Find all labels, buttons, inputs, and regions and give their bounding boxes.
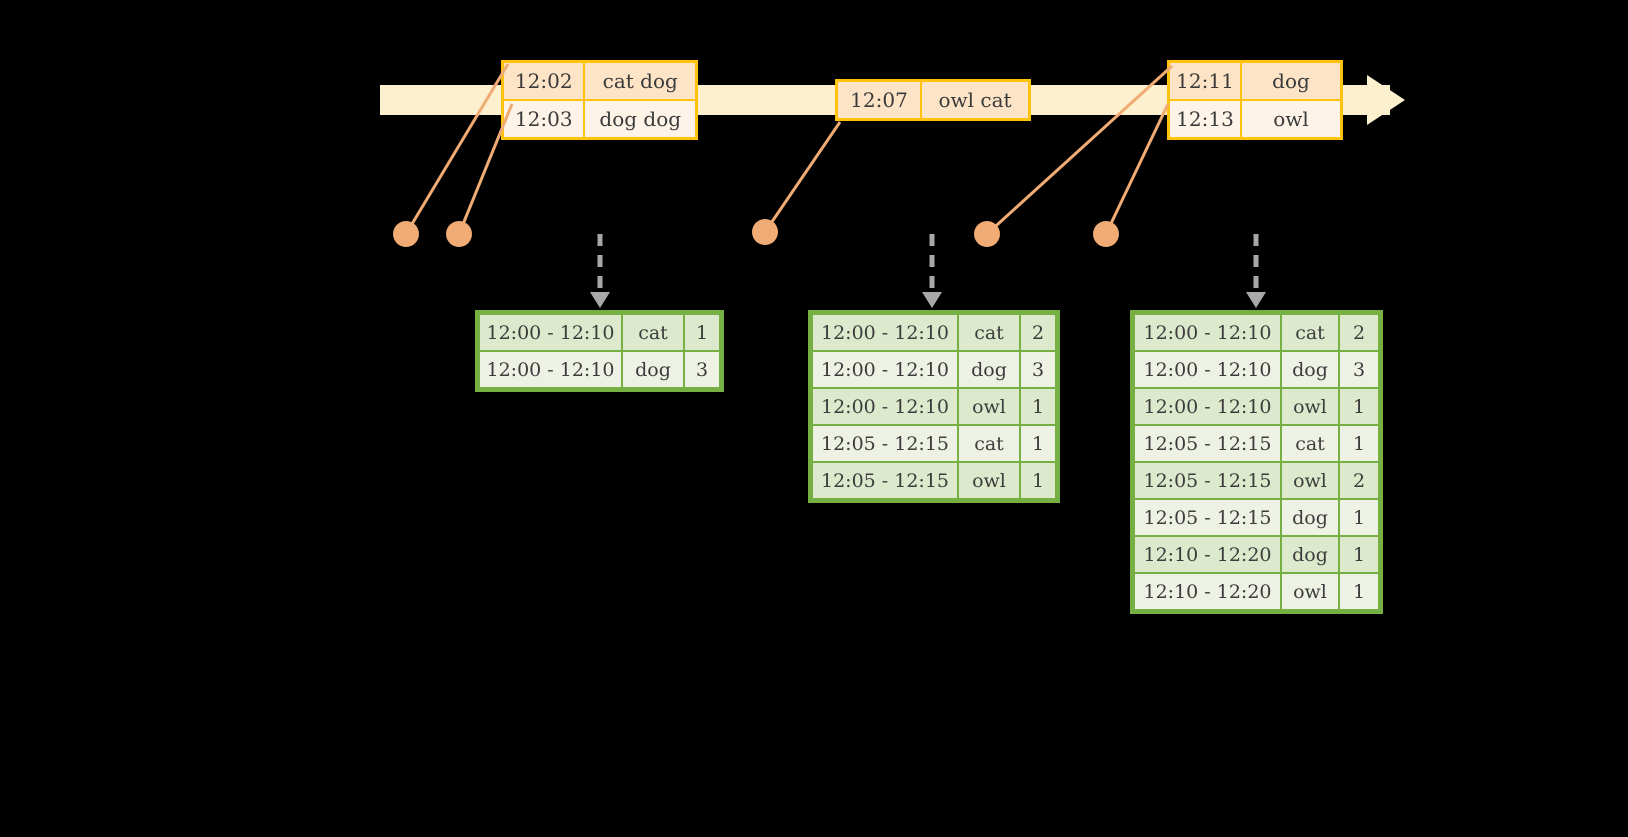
- cell-count: 1: [1339, 573, 1379, 610]
- cell-window: 12:00 - 12:10: [812, 351, 958, 388]
- cell-window: 12:05 - 12:15: [1134, 462, 1281, 499]
- event-card-3[interactable]: 12:11 dog 12:13 owl: [1167, 60, 1343, 140]
- event-dot: [752, 219, 778, 245]
- event-card-1[interactable]: 12:02 cat dog 12:03 dog dog: [501, 60, 698, 140]
- cell-word: dog: [622, 351, 684, 388]
- cell-window: 12:05 - 12:15: [1134, 499, 1281, 536]
- cell-word: dog: [1281, 351, 1339, 388]
- event-time: 12:07: [838, 82, 922, 118]
- cell-count: 1: [1339, 536, 1379, 573]
- cell-window: 12:00 - 12:10: [1134, 314, 1281, 351]
- dashed-arrow-head-icon: [922, 292, 942, 308]
- event-row: 12:03 dog dog: [504, 99, 695, 137]
- cell-count: 2: [1339, 462, 1379, 499]
- cell-count: 3: [1020, 351, 1056, 388]
- cell-word: dog: [1281, 499, 1339, 536]
- event-dot: [1093, 221, 1119, 247]
- event-words: dog: [1242, 63, 1340, 99]
- event-row: 12:13 owl: [1170, 99, 1340, 137]
- cell-word: owl: [958, 462, 1020, 499]
- event-row: 12:11 dog: [1170, 63, 1340, 99]
- connector-line: [404, 63, 510, 235]
- event-dot: [446, 221, 472, 247]
- connector-line: [763, 121, 842, 233]
- connector-line: [985, 64, 1174, 236]
- event-words: cat dog: [585, 63, 695, 99]
- cell-count: 1: [1339, 499, 1379, 536]
- cell-window: 12:00 - 12:10: [479, 314, 622, 351]
- event-words: dog dog: [585, 101, 695, 137]
- cell-window: 12:05 - 12:15: [1134, 425, 1281, 462]
- cell-count: 2: [1020, 314, 1056, 351]
- event-time: 12:02: [504, 63, 586, 99]
- dashed-arrow-head-icon: [590, 292, 610, 308]
- cell-window: 12:10 - 12:20: [1134, 573, 1281, 610]
- cell-word: owl: [958, 388, 1020, 425]
- event-time: 12:03: [504, 101, 586, 137]
- dashed-arrow-head-icon: [1246, 292, 1266, 308]
- connector-lines: [404, 63, 1174, 236]
- cell-word: dog: [958, 351, 1020, 388]
- connector-line: [1104, 103, 1170, 235]
- event-row: 12:07 owl cat: [838, 82, 1028, 118]
- cell-count: 1: [1020, 425, 1056, 462]
- cell-word: owl: [1281, 462, 1339, 499]
- event-row: 12:02 cat dog: [504, 63, 695, 99]
- event-time: 12:13: [1170, 101, 1242, 137]
- cell-count: 1: [1020, 462, 1056, 499]
- cell-word: dog: [1281, 536, 1339, 573]
- cell-window: 12:00 - 12:10: [1134, 388, 1281, 425]
- cell-window: 12:00 - 12:10: [812, 388, 958, 425]
- cell-window: 12:00 - 12:10: [1134, 351, 1281, 388]
- event-dot: [974, 221, 1000, 247]
- cell-window: 12:00 - 12:10: [479, 351, 622, 388]
- cell-word: owl: [1281, 388, 1339, 425]
- cell-word: cat: [1281, 425, 1339, 462]
- timeline-arrow-icon: [1367, 75, 1405, 125]
- cell-window: 12:05 - 12:15: [812, 425, 958, 462]
- cell-count: 1: [1339, 425, 1379, 462]
- event-dot: [393, 221, 419, 247]
- cell-count: 3: [1339, 351, 1379, 388]
- cell-window: 12:10 - 12:20: [1134, 536, 1281, 573]
- cell-window: 12:00 - 12:10: [812, 314, 958, 351]
- event-time: 12:11: [1170, 63, 1242, 99]
- cell-count: 1: [1020, 388, 1056, 425]
- cell-word: owl: [1281, 573, 1339, 610]
- event-card-2[interactable]: 12:07 owl cat: [835, 79, 1031, 121]
- cell-word: cat: [622, 314, 684, 351]
- cell-word: cat: [958, 314, 1020, 351]
- event-words: owl cat: [922, 82, 1028, 118]
- cell-count: 3: [684, 351, 720, 388]
- cell-count: 1: [1339, 388, 1379, 425]
- event-words: owl: [1242, 101, 1340, 137]
- cell-window: 12:05 - 12:15: [812, 462, 958, 499]
- cell-word: cat: [1281, 314, 1339, 351]
- cell-word: cat: [958, 425, 1020, 462]
- cell-count: 2: [1339, 314, 1379, 351]
- dashed-arrows: [590, 234, 1266, 308]
- cell-count: 1: [684, 314, 720, 351]
- connector-line: [457, 103, 514, 235]
